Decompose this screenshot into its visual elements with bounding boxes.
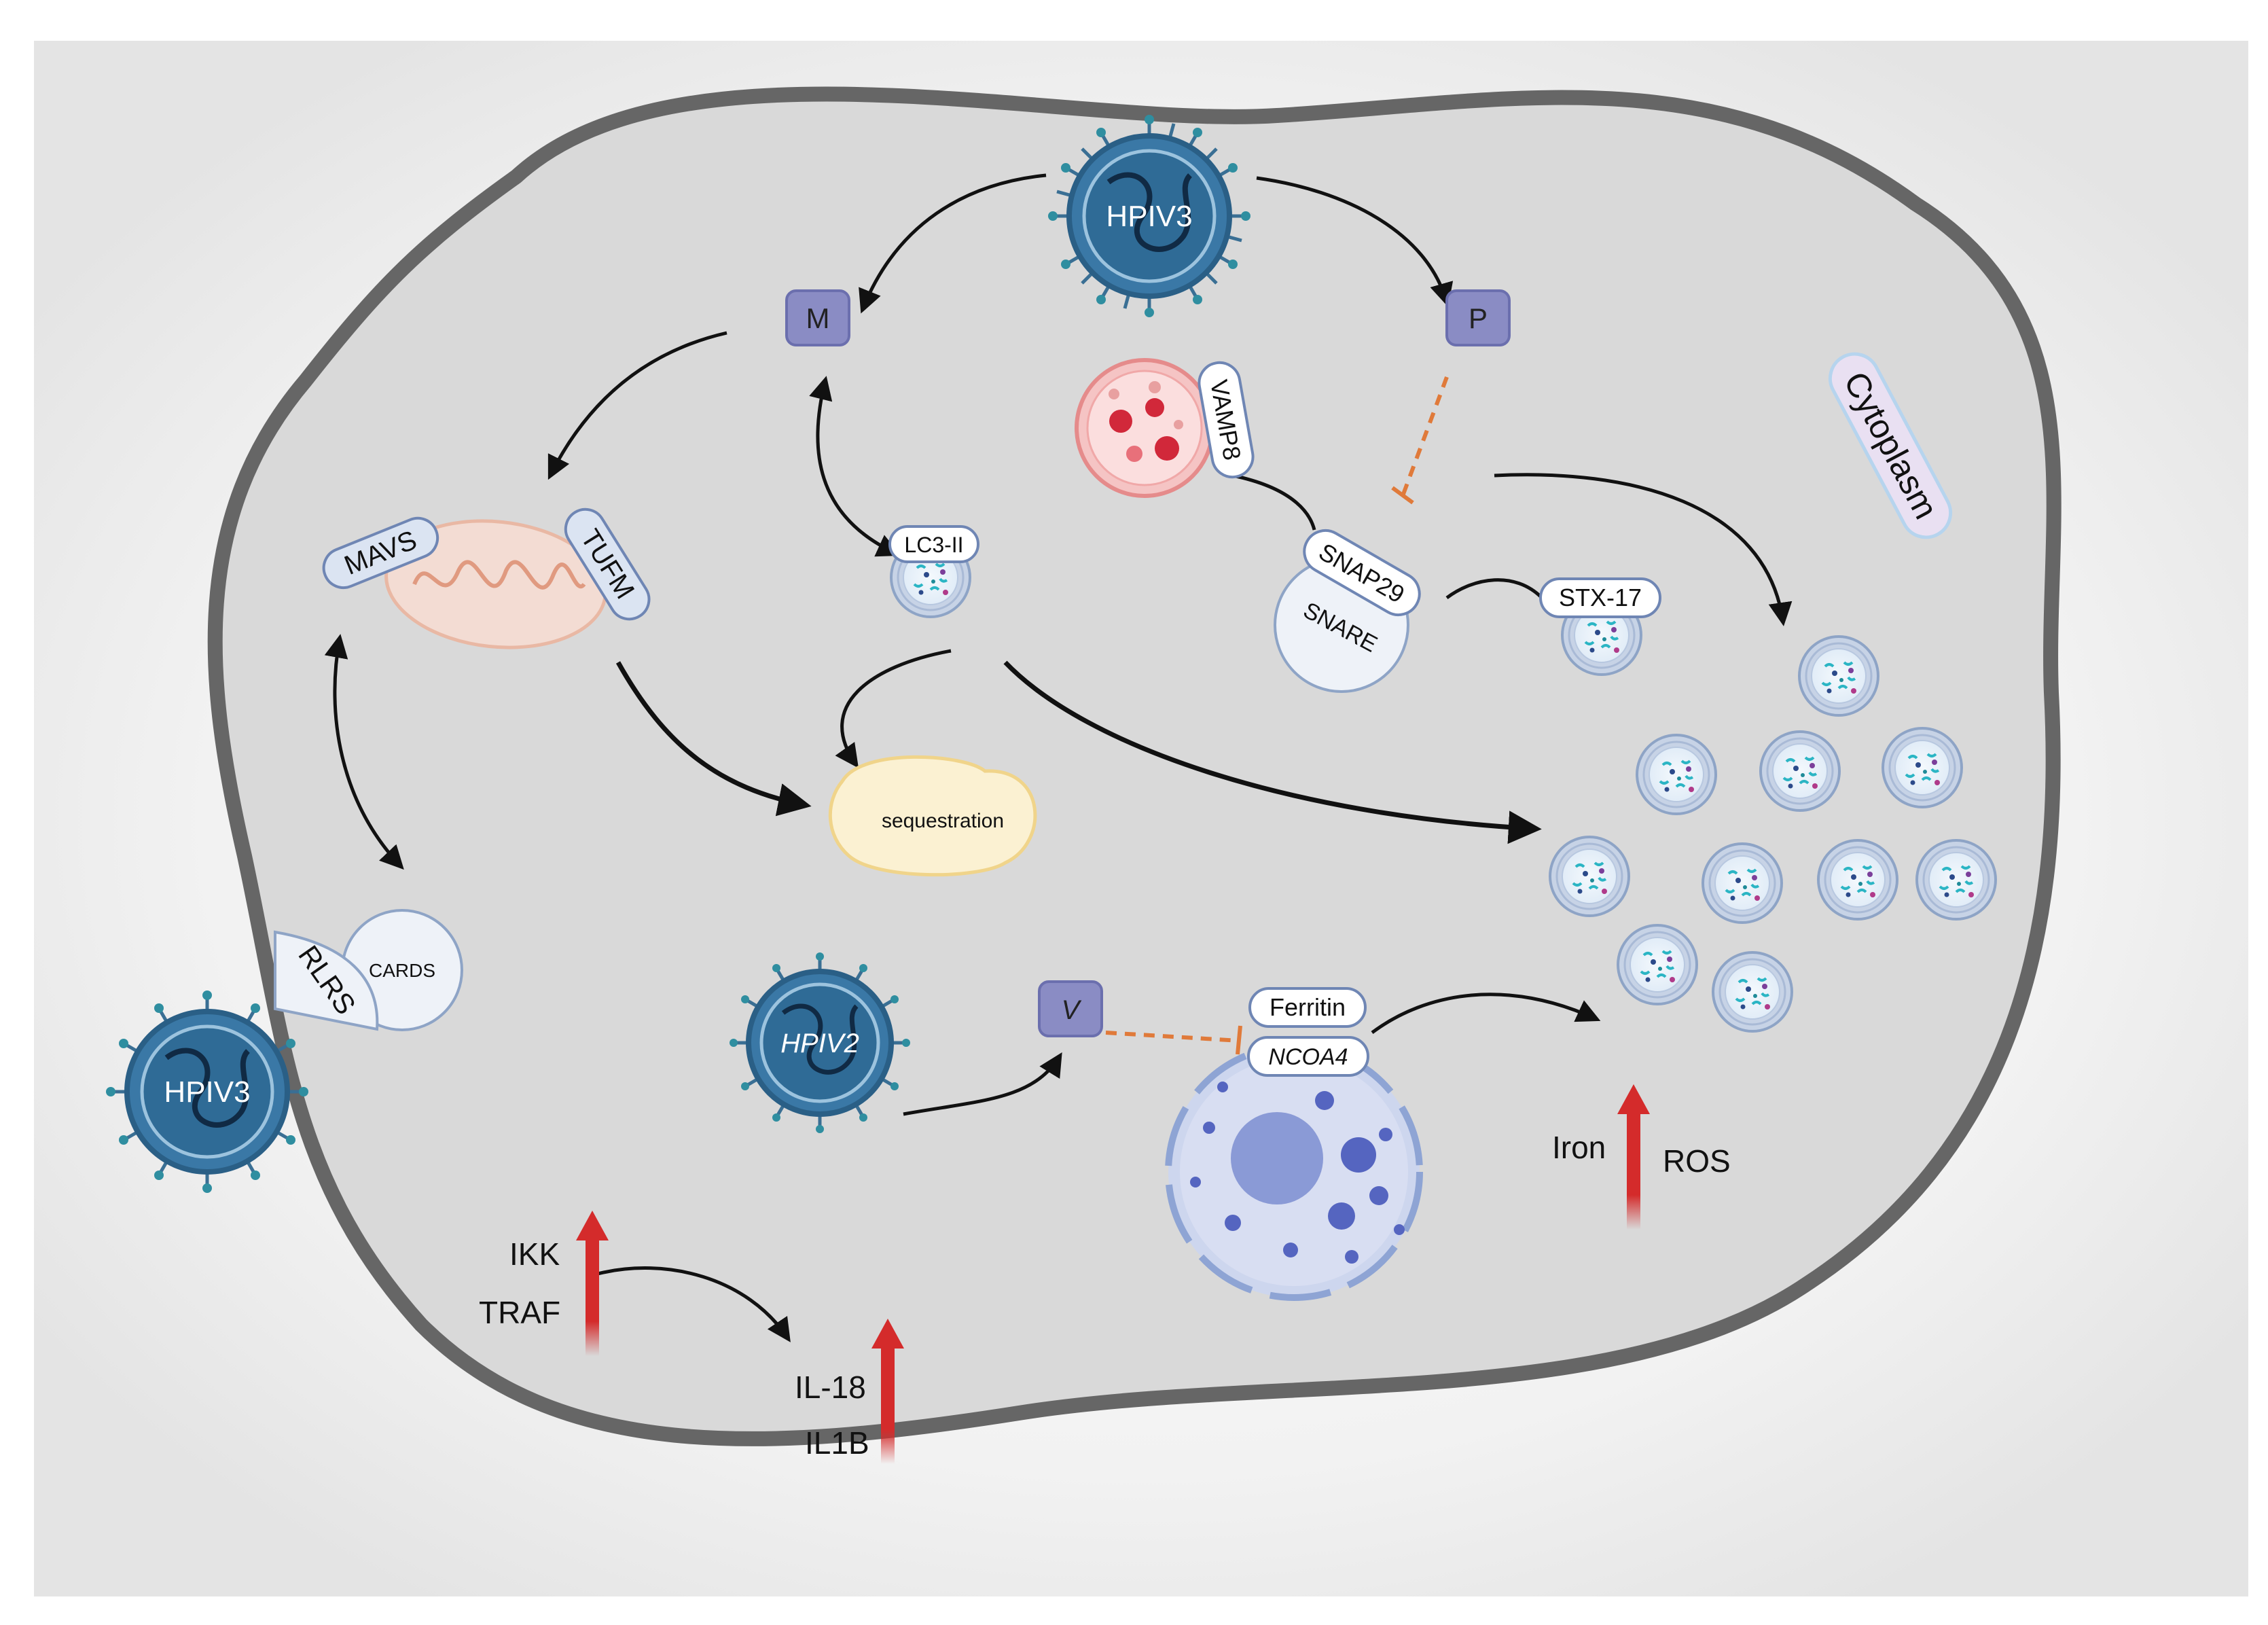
virus-label-top: HPIV3 (1106, 200, 1192, 233)
protein-m-label: M (806, 302, 830, 334)
rlrs-receptor: RLRS (274, 930, 379, 1031)
sequestration-label: sequestration (882, 810, 1004, 832)
lysosome (1075, 358, 1214, 498)
ros-label: ROS (1663, 1143, 1731, 1179)
nucleus (1165, 1043, 1423, 1301)
inhibition-lines (1105, 376, 1449, 1055)
traf-label: TRAF (479, 1295, 560, 1330)
ncoa4-label: NCOA4 (1268, 1044, 1348, 1070)
arrows (324, 173, 1793, 1342)
lc3-label: LC3-II (904, 533, 963, 557)
protein-p: P (1445, 289, 1511, 346)
red-arrow-il (871, 1319, 904, 1464)
red-arrow-ikk-traf (576, 1211, 609, 1356)
vamp8-capsule: VAMP8 (1198, 361, 1255, 479)
virus-label-middle: HPIV2 (780, 1029, 859, 1058)
protein-m: M (785, 289, 850, 346)
mitochondrion-sequestration: sequestration (828, 755, 1037, 877)
red-arrow-iron-ros (1617, 1084, 1650, 1230)
il18-label: IL-18 (795, 1370, 866, 1405)
ncoa4-capsule: NCOA4 (1247, 1036, 1369, 1077)
protein-v: V (1038, 980, 1103, 1037)
snare-connectors (1232, 474, 1543, 600)
cards-label: CARDS (369, 960, 435, 981)
lc3-vesicle: LC3-II (888, 525, 979, 618)
virus-hpiv3-top: HPIV3 (1048, 115, 1250, 317)
ikk-label: IKK (509, 1236, 560, 1272)
virus-hpiv3-left: HPIV3 (106, 990, 308, 1193)
iron-label: Iron (1552, 1130, 1606, 1165)
protein-p-label: P (1469, 302, 1488, 334)
il1b-label: IL1B (805, 1425, 869, 1461)
stx17-vesicle: STX-17 (1539, 577, 1661, 676)
stx17-label: STX-17 (1559, 584, 1642, 611)
protein-v-label: V (1062, 995, 1082, 1025)
ferritin-label: Ferritin (1270, 993, 1346, 1021)
virus-label-left: HPIV3 (164, 1075, 250, 1109)
cell-body (207, 86, 2062, 1446)
ferritin-capsule: Ferritin (1248, 987, 1367, 1028)
virus-hpiv2: HPIV2 (730, 952, 910, 1133)
